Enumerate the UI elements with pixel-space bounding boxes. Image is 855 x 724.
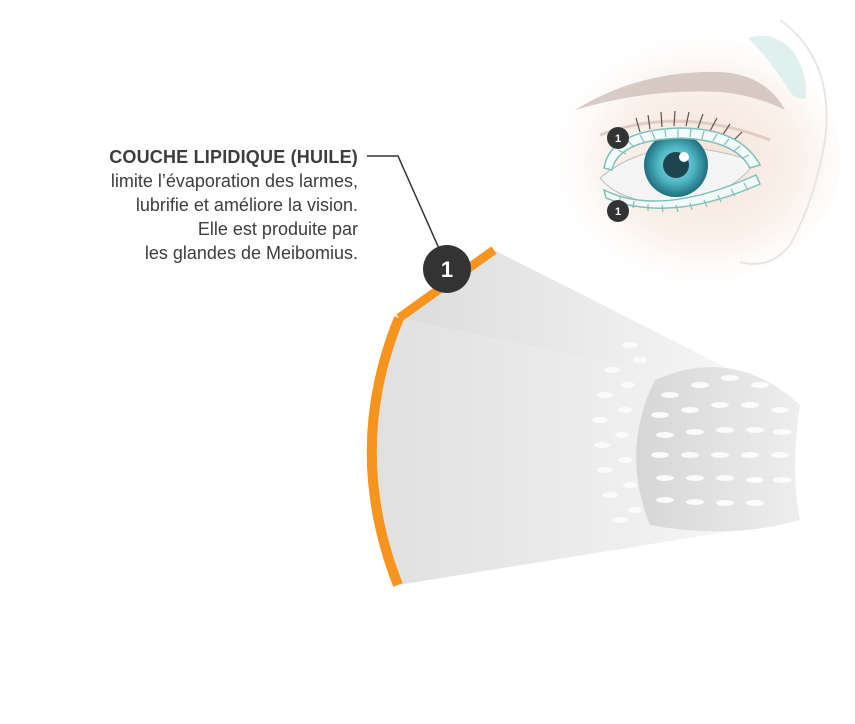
upper-gland-band <box>603 127 762 171</box>
lipid-layer-marker: 1 <box>423 245 471 293</box>
eye-marker-upper-label: 1 <box>615 133 621 145</box>
lipid-layer-surface <box>399 250 800 405</box>
leader-line <box>367 155 446 263</box>
upper-gland-ticks <box>617 128 750 159</box>
eye-marker-lower: 1 <box>607 200 629 222</box>
eye-illustration: 1 1 <box>540 19 840 285</box>
layer-description-line: lubrifie et améliore la vision. <box>135 195 358 215</box>
brow-highlight <box>748 35 807 100</box>
lower-gland-band <box>602 174 761 209</box>
layer-description-line: limite l’évaporation des larmes, <box>110 171 358 191</box>
layer-description-line: les glandes de Meibomius. <box>144 243 358 263</box>
layer-title: COUCHE LIPIDIQUE (HUILE) <box>109 147 358 167</box>
lipid-layer-edge <box>366 316 404 587</box>
eye-marker-lower-label: 1 <box>615 206 621 218</box>
tear-film-wedge <box>366 246 800 587</box>
outer-molecules <box>592 342 647 523</box>
inner-mucin-layer <box>636 367 800 532</box>
eyelashes <box>635 110 743 143</box>
lipid-layer-marker-label: 1 <box>441 257 453 282</box>
layer-description-line: Elle est produite par <box>197 219 358 239</box>
eye-highlight <box>679 152 689 162</box>
layer-caption: COUCHE LIPIDIQUE (HUILE) limite l’évapor… <box>109 145 358 265</box>
eye-marker-upper: 1 <box>607 127 629 149</box>
mucin-molecules <box>651 375 791 506</box>
nose-contour <box>739 19 828 265</box>
eyebrow <box>575 71 785 110</box>
